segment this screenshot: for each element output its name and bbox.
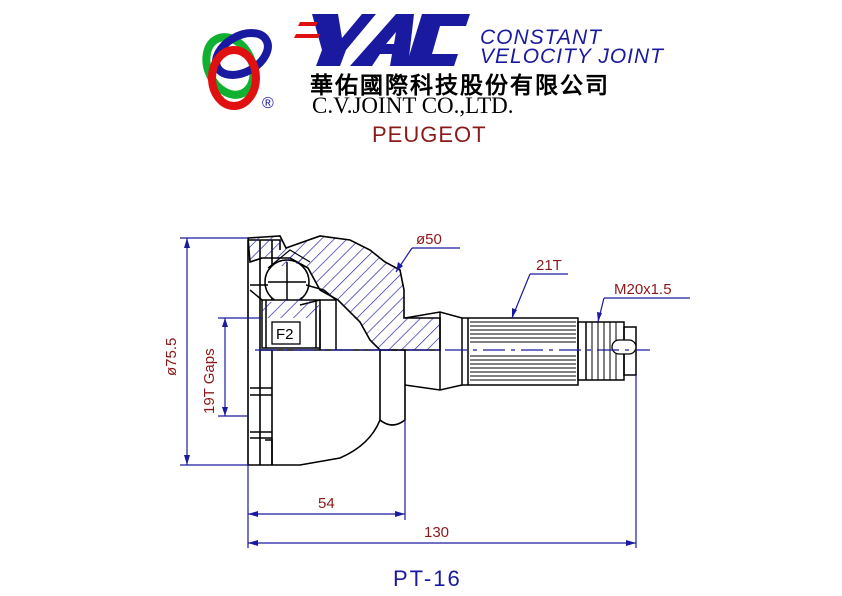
inner-gaps-label: 19T Gaps (201, 348, 218, 414)
shaft (404, 311, 637, 391)
spline-label: 21T (536, 257, 562, 274)
marker-box (271, 321, 301, 345)
cotter-pin-hole (611, 339, 637, 355)
tagline-line1: CONSTANT (480, 26, 602, 49)
length-total-label: 130 (424, 524, 449, 541)
tagline-line2: VELOCITY JOINT (480, 45, 664, 68)
ball-race-hatch (267, 249, 311, 269)
company-name-english: C.V.JOINT CO.,LTD. (312, 93, 514, 118)
marker-label: F2 (276, 326, 294, 343)
inner-race-hatch (262, 296, 320, 318)
registered-mark: ® (262, 95, 274, 112)
logo-red-ring (208, 46, 260, 110)
spline-teeth (470, 321, 576, 381)
dimension-arrows (184, 238, 636, 546)
company-name-chinese: 華佑國際科技股份有限公司 (310, 72, 610, 99)
logo-yac-lettering (294, 14, 470, 66)
company-logo: ® (202, 14, 470, 112)
bell-diameter-label: ø50 (416, 231, 442, 248)
outer-diameter-label: ø75.5 (163, 338, 180, 376)
length-bell-label: 54 (318, 495, 335, 512)
thread-label: M20x1.5 (614, 281, 672, 298)
part-number: PT-16 (393, 566, 462, 591)
thread-lines (591, 322, 617, 380)
vehicle-brand: PEUGEOT (372, 122, 487, 147)
